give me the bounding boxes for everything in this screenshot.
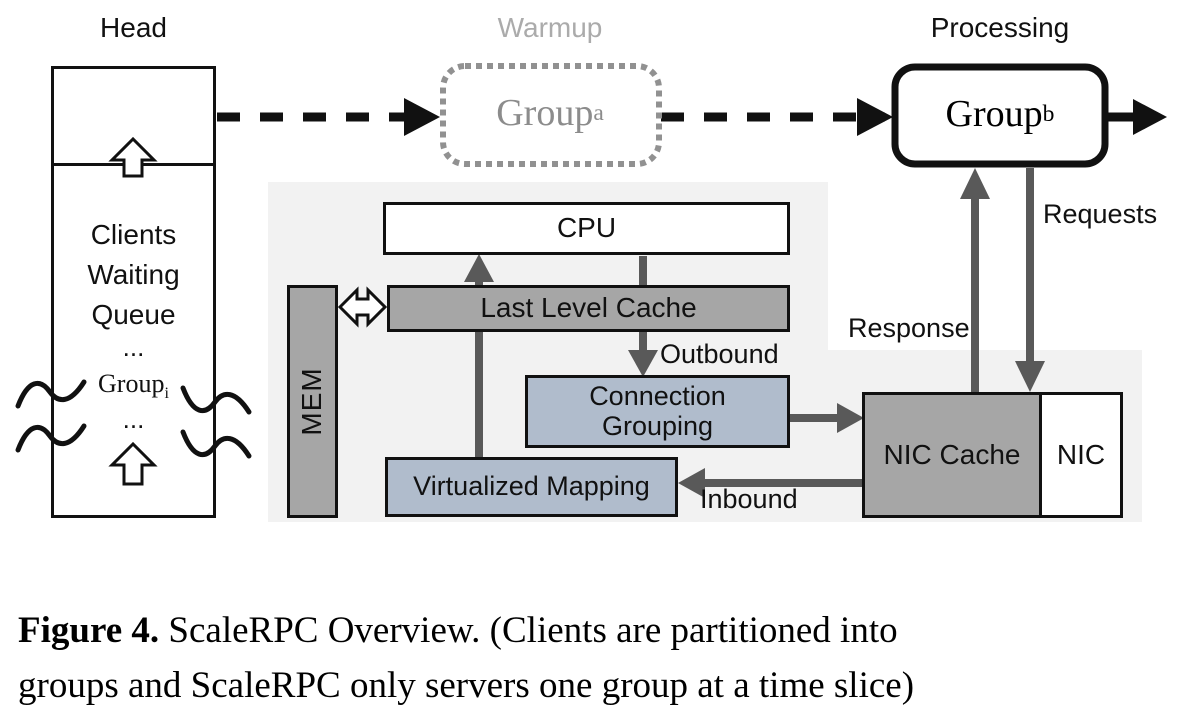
- dashed-arrow-groupa-to-groupb-icon: [661, 98, 893, 136]
- arrow-response-icon: [960, 168, 990, 392]
- caption-line2: groups and ScaleRPC only servers one gro…: [18, 665, 915, 706]
- queue-head-divider: [54, 163, 213, 166]
- nic-cache-box: NIC Cache: [862, 392, 1042, 518]
- connection-grouping-line2: Grouping: [601, 410, 714, 441]
- caption-figure-number: Figure 4.: [18, 610, 160, 651]
- caption-line1-text: ScaleRPC Overview. (Clients are partitio…: [168, 610, 898, 651]
- dashed-arrow-queue-to-groupa-icon: [217, 98, 440, 136]
- mem-llc-double-arrow-icon: [337, 286, 388, 328]
- response-label: Response: [848, 313, 970, 343]
- group-i-subscript: i: [164, 385, 169, 403]
- clients-waiting-queue: Clients Waiting Queue ... Groupi ...: [51, 66, 216, 518]
- figure-caption: Figure 4. ScaleRPC Overview. (Clients ar…: [18, 603, 1168, 713]
- queue-ellipsis-bottom: ...: [122, 404, 145, 434]
- requests-label: Requests: [1043, 199, 1158, 229]
- head-label: Head: [100, 12, 167, 43]
- queue-ellipsis-top: ...: [122, 332, 145, 362]
- mem-label: MEM: [296, 367, 328, 436]
- cpu-box: CPU: [383, 202, 790, 255]
- group-b-text: Group: [945, 93, 1043, 135]
- connection-grouping-box: Connection Grouping: [525, 375, 790, 448]
- arrow-requests-icon: [1015, 168, 1045, 392]
- group-a-dotted-border: [440, 63, 662, 167]
- caption-line1: Figure 4. ScaleRPC Overview. (Clients ar…: [18, 603, 1168, 658]
- warmup-label: Warmup: [497, 12, 603, 43]
- queue-group-i-label: Groupi: [54, 369, 213, 403]
- queue-label-line2: Waiting: [87, 259, 180, 290]
- mem-box: MEM: [287, 285, 338, 518]
- group-i-text: Group: [98, 369, 165, 398]
- group-b-border: [891, 63, 1109, 168]
- inbound-label: Inbound: [700, 484, 798, 514]
- outbound-label: Outbound: [660, 339, 779, 369]
- queue-label-line1: Clients: [90, 219, 177, 250]
- virtualized-mapping-box: Virtualized Mapping: [385, 457, 678, 517]
- group-a-text: Group: [496, 92, 594, 134]
- arrow-cg-to-nic-cache-icon: [790, 403, 864, 433]
- last-level-cache-box: Last Level Cache: [387, 285, 790, 332]
- queue-label-line3: Queue: [91, 299, 176, 330]
- nic-box: NIC: [1039, 392, 1123, 518]
- connection-grouping-line1: Connection: [589, 380, 726, 411]
- arrow-nic-cache-to-vm-icon: [678, 468, 862, 498]
- processing-label: Processing: [930, 12, 1070, 43]
- exit-arrow-icon: [1108, 99, 1167, 135]
